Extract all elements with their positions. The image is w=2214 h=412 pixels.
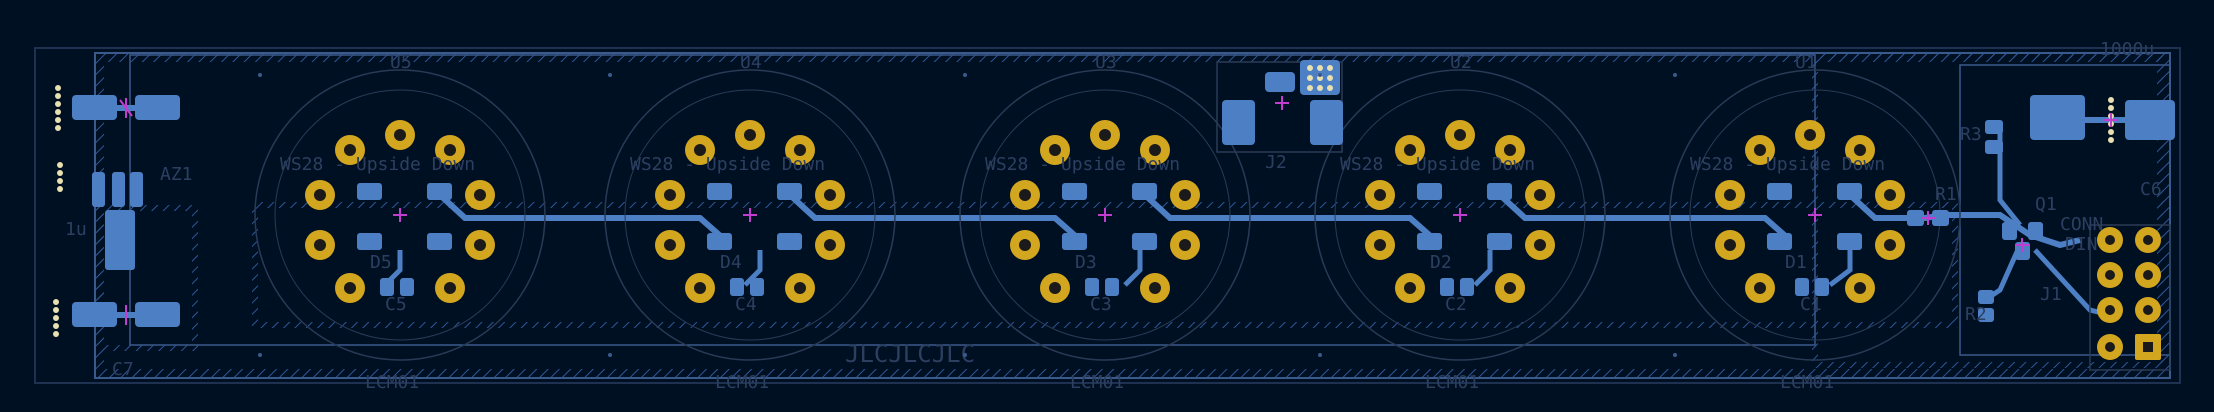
ref-d5: D5 [370, 252, 392, 273]
label-r3: R3 [1960, 124, 1982, 145]
label-r1: R1 [1935, 184, 1957, 205]
led-footprint-u2[interactable] [1314, 69, 1606, 361]
led-footprint-u4[interactable] [604, 69, 896, 361]
ref-c1: C1 [1800, 294, 1822, 315]
label-r2: R2 [1965, 304, 1987, 325]
ref-d4: D4 [720, 252, 742, 273]
r3-resistor[interactable] [1985, 120, 2003, 154]
title-u2: WS28 - Upside Down [1340, 154, 1535, 175]
label-din: DIN [2065, 234, 2098, 255]
label-c7: C7 [112, 359, 134, 380]
r1-resistor[interactable] [1907, 210, 1949, 226]
label-conn: CONN [2060, 214, 2103, 235]
grid-markers [258, 73, 1677, 357]
ref-d1: D1 [1785, 252, 1807, 273]
label-size: 1000u [2100, 39, 2154, 60]
ref-c5: C5 [385, 294, 407, 315]
j2-connector[interactable] [1216, 60, 1343, 153]
tag-lcm-2: LCM01 [1425, 372, 1479, 393]
j1-header[interactable] [2089, 224, 2171, 371]
title-u1: WS28 - Upside Down [1690, 154, 1885, 175]
ref-d3: D3 [1075, 252, 1097, 273]
q1-transistor[interactable] [2002, 222, 2043, 260]
ref-c2: C2 [1445, 294, 1467, 315]
label-u5: U5 [390, 52, 412, 73]
label-1u: 1u [65, 219, 87, 240]
c6-capacitor[interactable] [2030, 95, 2175, 143]
label-az1: AZ1 [160, 164, 193, 185]
title-u3: WS28 - Upside Down [985, 154, 1180, 175]
label-u4: U4 [740, 52, 762, 73]
ref-c3: C3 [1090, 294, 1112, 315]
label-q1: Q1 [2035, 194, 2057, 215]
tag-lcm-3: LCM01 [1070, 372, 1124, 393]
label-c6: C6 [2140, 179, 2162, 200]
led-footprint-u5[interactable] [254, 69, 546, 361]
label-u3: U3 [1095, 52, 1117, 73]
tag-lcm-5: LCM01 [365, 372, 419, 393]
left-pins-top [53, 85, 63, 337]
label-j1: J1 [2040, 284, 2062, 305]
silkscreen-text: U5 U4 U3 U2 U1 WS28 - Upside Down WS28 -… [65, 39, 2162, 393]
ref-d2: D2 [1430, 252, 1452, 273]
ref-c4: C4 [735, 294, 757, 315]
title-u5: WS28 - Upside Down [280, 154, 475, 175]
label-u1: U1 [1795, 52, 1817, 73]
label-j2: J2 [1265, 152, 1287, 173]
led-footprint-u3[interactable] [959, 69, 1251, 361]
title-u4: WS28 - Upside Down [630, 154, 825, 175]
left-power-section[interactable] [72, 95, 180, 327]
label-u2: U2 [1450, 52, 1472, 73]
r2-resistor[interactable] [1978, 290, 1994, 322]
tag-lcm-4: LCM01 [715, 372, 769, 393]
tag-lcm-1: LCM01 [1780, 372, 1834, 393]
brand-text: JLCJLCJLC [845, 340, 975, 368]
led-footprint-u1[interactable] [1669, 69, 1961, 361]
